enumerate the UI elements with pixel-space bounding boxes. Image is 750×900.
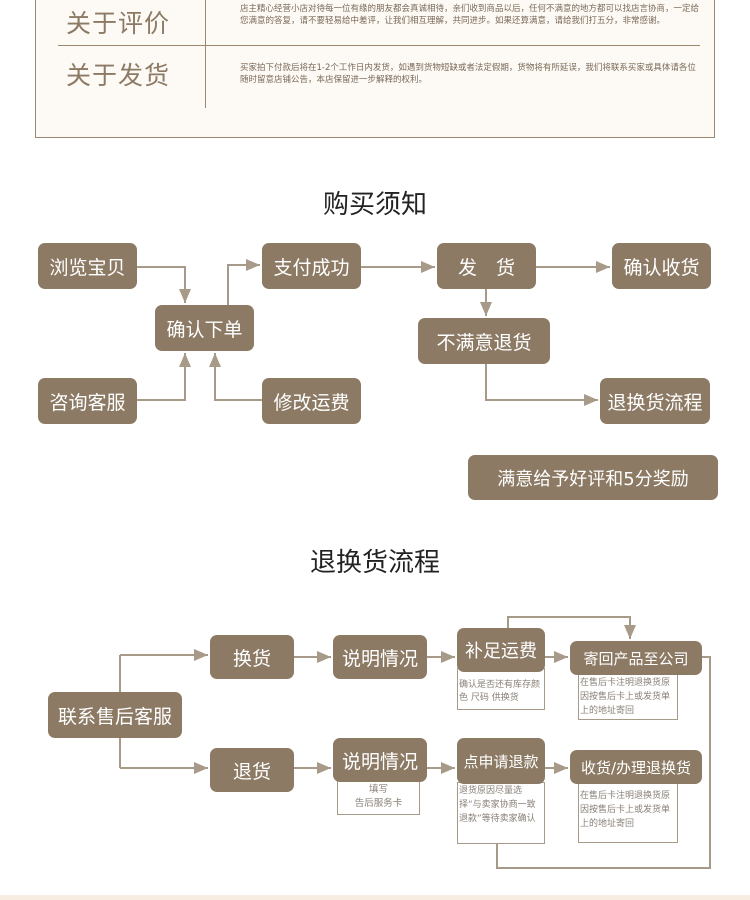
step-satisfied: 满意给予好评和5分奖励	[468, 455, 718, 500]
step-consult: 咨询客服	[38, 378, 137, 424]
step-refund: 退货	[210, 748, 294, 792]
step-apply-refund: 点申请退款	[457, 738, 545, 784]
footer-strip	[0, 895, 750, 900]
step-modify: 修改运费	[262, 378, 361, 424]
step-browse: 浏览宝贝	[38, 243, 137, 289]
note-pay-shipping: 确认是否还有库存颜色 尺码 供换货	[457, 668, 545, 710]
note-send-back: 在售后卡注明退换货原因按售后卡上或发货单上的地址寄回	[578, 673, 678, 720]
step-ship: 发 货	[437, 243, 536, 289]
step-explain-refund: 说明情况	[333, 738, 427, 782]
note-receive-process: 在售后卡注明退换货原因按售后卡上或发货单上的地址寄回	[578, 783, 678, 843]
review-title: 关于评价	[66, 9, 171, 38]
shipping-text: 买家拍下付款后将在1-2个工作日内发货，如遇到货物短缺或者法定假期，货物将有所延…	[240, 63, 696, 85]
divider	[205, 0, 206, 108]
shipping-title: 关于发货	[66, 61, 171, 90]
step-explain-exchange: 说明情况	[333, 635, 427, 679]
step-receive-process: 收货/办理退换货	[570, 750, 702, 784]
step-send-back: 寄回产品至公司	[570, 641, 702, 675]
step-pay-shipping: 补足运费	[457, 628, 545, 672]
step-return-flow: 退换货流程	[600, 378, 710, 424]
step-unsatisfied: 不满意退货	[418, 318, 550, 364]
divider	[58, 45, 700, 46]
step-pay: 支付成功	[262, 243, 361, 289]
policy-panel	[35, 0, 715, 138]
note-explain-refund: 填写 告后服务卡	[337, 778, 420, 815]
purchase-title: 购买须知	[322, 190, 427, 220]
step-receive: 确认收货	[612, 243, 711, 289]
step-exchange: 换货	[210, 635, 294, 679]
step-contact: 联系售后客服	[48, 692, 182, 738]
review-text: 店主精心经营小店对待每一位有缘的朋友都会真诚相待，亲们收到商品以后，任何不满意的…	[240, 4, 700, 26]
step-order: 确认下单	[155, 305, 254, 351]
returns-title: 退换货流程	[309, 548, 440, 578]
note-apply-refund: 退货原因尽量选择“与卖家协商一致退款”等待卖家确认	[457, 782, 545, 844]
